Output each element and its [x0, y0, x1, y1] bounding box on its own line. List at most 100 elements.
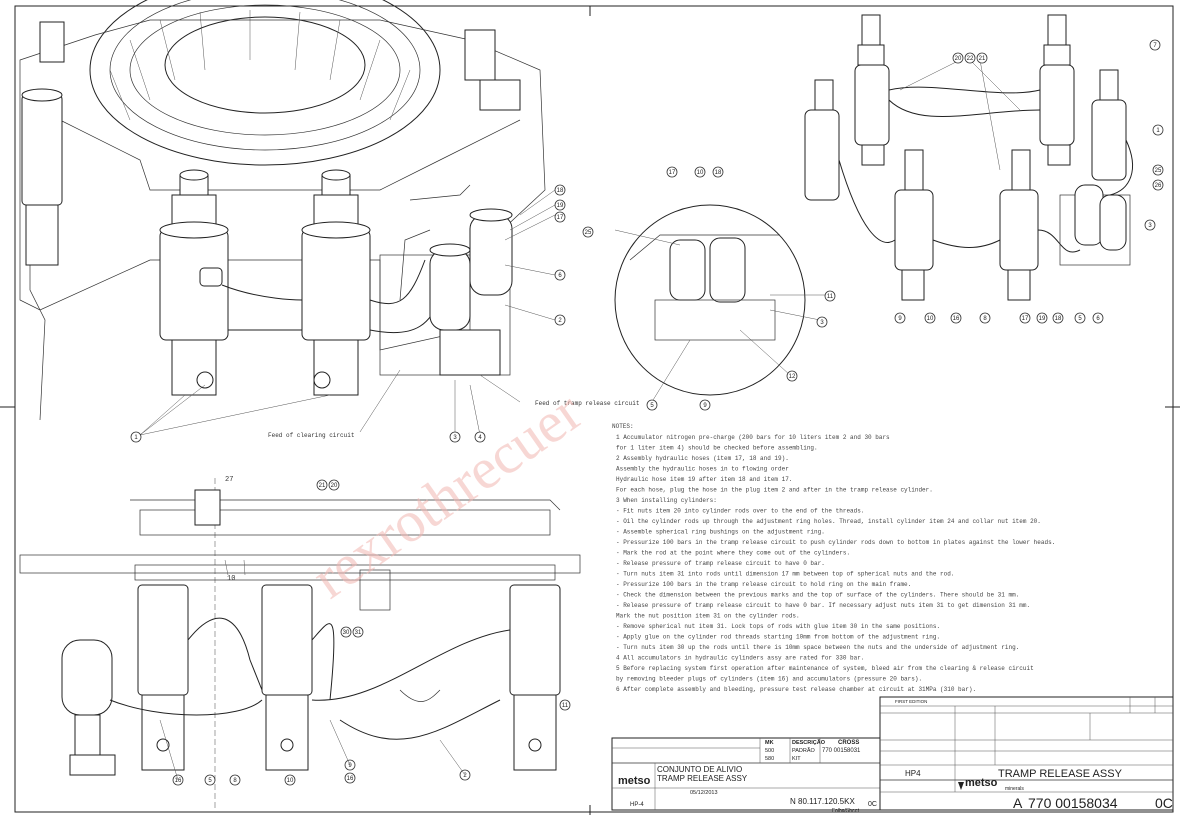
watermark: rexrothrecuer [300, 378, 593, 610]
sheet-border [14, 5, 1174, 813]
svg-text:18: 18 [557, 188, 564, 194]
note-line: - Apply glue on the cylinder rod threads… [616, 634, 940, 641]
cross-header: CROSS [838, 740, 859, 746]
note-line: 2 Assembly hydraulic hoses (item 17, 18 … [616, 455, 789, 462]
svg-text:19: 19 [1039, 316, 1046, 322]
svg-text:2: 2 [463, 773, 467, 779]
svg-text:12: 12 [789, 374, 796, 380]
svg-text:17: 17 [669, 170, 676, 176]
note-line: by removing bleeder plugs of cylinders (… [616, 676, 922, 683]
note-line: For each hose, plug the hose in the plug… [616, 487, 933, 494]
svg-text:16: 16 [347, 776, 354, 782]
svg-text:30: 30 [343, 630, 350, 636]
kit-label: KIT [792, 756, 801, 762]
svg-text:10: 10 [927, 316, 934, 322]
metso-logo-text: metso [965, 777, 998, 789]
svg-text:11: 11 [827, 294, 834, 300]
date-value: 05/12/2013 [690, 790, 718, 796]
note-line: - Fit nuts item 20 into cylinder rods ov… [616, 508, 864, 515]
note-line: - Turn nuts item 30 up the rods until th… [616, 644, 1019, 651]
svg-text:7: 7 [1153, 43, 1157, 49]
feed-clearing-label: Feed of clearing circuit [268, 432, 354, 439]
svg-text:16: 16 [953, 316, 960, 322]
svg-text:17: 17 [1022, 316, 1029, 322]
note-line: - Assemble spherical ring bushings on th… [616, 529, 825, 536]
mk-value-1: 500 [765, 748, 774, 754]
view-top-left: 1 3 4 18 19 17 6 2 Feed of clearing circ… [19, 0, 639, 443]
svg-text:21: 21 [979, 56, 986, 62]
title-en: TRAMP RELEASE ASSY [657, 774, 748, 783]
svg-text:3: 3 [1148, 223, 1152, 229]
svg-text:8: 8 [233, 778, 237, 784]
note-line: 5 Before replacing system first operatio… [616, 665, 1034, 672]
svg-text:2: 2 [558, 318, 562, 324]
note-line: - Mark the rod at the point where they c… [616, 550, 850, 557]
notes-lines: 1 Accumulator nitrogen pre-charge (200 b… [616, 434, 1055, 693]
note-line: - Release pressure of tramp release circ… [616, 602, 1030, 609]
note-line: Assembly the hydraulic hoses in to flowi… [616, 466, 789, 473]
title-pt: CONJUNTO DE ALIVIO [657, 765, 742, 774]
svg-text:9: 9 [703, 403, 707, 409]
first-edition: FIRST EDITION [895, 699, 927, 704]
mk-header: MK [765, 740, 774, 746]
svg-text:18: 18 [1055, 316, 1062, 322]
svg-text:5: 5 [208, 778, 212, 784]
svg-text:25: 25 [1155, 168, 1162, 174]
svg-text:17: 17 [557, 215, 564, 221]
svg-text:1: 1 [134, 435, 138, 441]
note-line: - Pressurize 100 bars in the tramp relea… [616, 581, 911, 588]
svg-text:19: 19 [557, 203, 564, 209]
svg-text:26: 26 [1155, 183, 1162, 189]
note-line: Mark the nut position item 31 on the cyl… [616, 613, 800, 620]
svg-text:3: 3 [820, 320, 824, 326]
feed-tramp-label: Feed of tramp release circuit [535, 400, 639, 407]
svg-text:4: 4 [478, 435, 482, 441]
svg-text:22: 22 [967, 56, 974, 62]
svg-text:18: 18 [715, 170, 722, 176]
svg-text:5: 5 [1078, 316, 1082, 322]
svg-text:3: 3 [453, 435, 457, 441]
padrao-label: PADRÃO [792, 747, 816, 754]
svg-text:6: 6 [558, 273, 562, 279]
size-letter: A [1013, 795, 1023, 811]
notes-heading: NOTES: [612, 423, 634, 430]
note-line: - Release pressure of tramp release circ… [616, 560, 825, 567]
item-10-label: 10 [227, 575, 235, 583]
note-line: Hydraulic hose item 19 after item 18 and… [616, 476, 792, 483]
hp-label: HP-4 [630, 802, 644, 808]
svg-text:10: 10 [287, 778, 294, 784]
note-line: 6 After complete assembly and bleeding, … [616, 686, 976, 693]
metso-logo-icon [958, 782, 964, 790]
svg-text:8: 8 [983, 316, 987, 322]
svg-text:31: 31 [355, 630, 362, 636]
mk-value-2: 580 [765, 756, 774, 762]
note-line: - Turn nuts item 31 into rods until dime… [616, 571, 954, 578]
note-line: - Remove spherical nut item 31. Lock top… [616, 623, 940, 630]
svg-text:9: 9 [898, 316, 902, 322]
note-line: 3 When installing cylinders: [616, 497, 717, 504]
doc-number: N 80.117.120.5KX [790, 797, 855, 806]
metso-sub: minerals [1005, 786, 1024, 792]
svg-text:16: 16 [175, 778, 182, 784]
note-line: 1 Accumulator nitrogen pre-charge (200 b… [616, 434, 890, 441]
svg-text:20: 20 [955, 56, 962, 62]
svg-text:6: 6 [1096, 316, 1100, 322]
note-line: - Check the dimension between the previo… [616, 592, 1019, 599]
sheet-label: Folha/Sheet [832, 808, 860, 814]
rev-left: 0C [868, 801, 877, 808]
metso-logo-text-left: metso [618, 775, 651, 787]
notes-block: NOTES: 1 Accumulator nitrogen pre-charge… [612, 423, 1055, 693]
revision: 0C [1155, 795, 1173, 811]
drawing-number: 770 00158034 [1028, 795, 1118, 811]
note-line: for 1 liter item 4) should be checked be… [616, 445, 818, 452]
note-line: 4 All accumulators in hydraulic cylinder… [616, 655, 864, 662]
svg-text:1: 1 [1156, 128, 1160, 134]
svg-text:21: 21 [319, 483, 326, 489]
view-detail: 25 17 10 18 5 9 12 3 11 [582, 166, 836, 411]
view-bottom-left: 21 20 30 31 16 5 8 10 9 16 2 11 27 10 [19, 476, 581, 810]
cross-number: 770 00158031 [822, 748, 861, 754]
title-block-left: MK DESCRIÇÃO CROSS 500 580 PADRÃO KIT 77… [611, 737, 881, 814]
note-line: - Pressurize 100 bars in the tramp relea… [616, 539, 1055, 546]
note-line: - Oil the cylinder rods up through the a… [616, 518, 1041, 525]
